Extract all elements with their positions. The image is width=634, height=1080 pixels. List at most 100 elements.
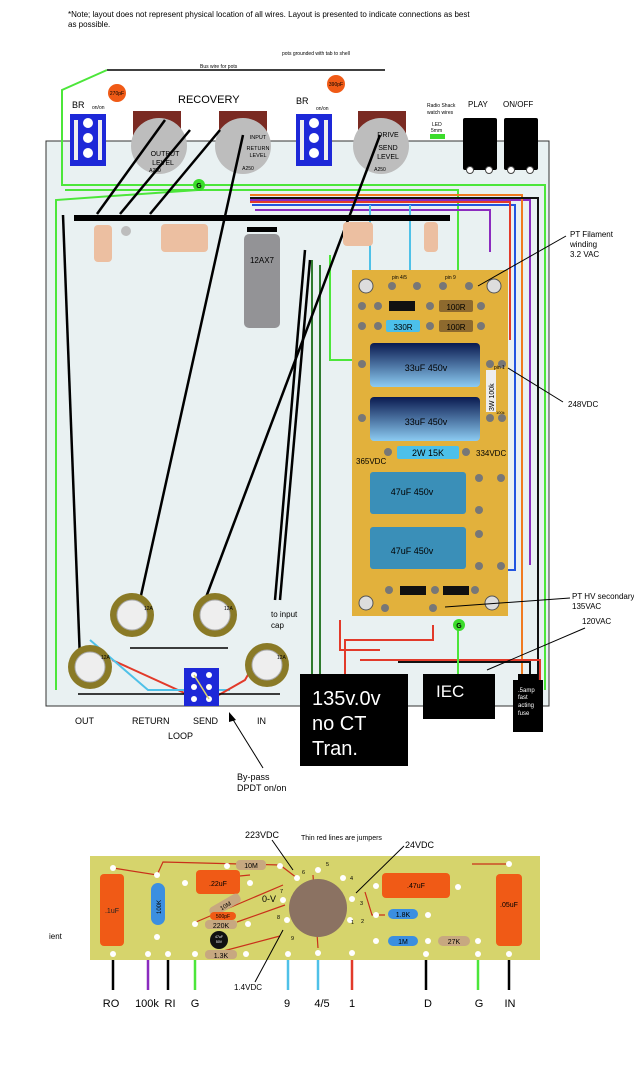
svg-text:LEVEL: LEVEL (249, 153, 266, 159)
bypass-dpdt-switch[interactable] (184, 668, 219, 706)
svg-text:G: G (456, 623, 462, 630)
svg-text:270pF: 270pF (110, 91, 124, 97)
svg-text:47uF: 47uF (215, 935, 223, 939)
loop-label: LOOP (168, 731, 193, 741)
component-pad-4 (343, 222, 373, 246)
jack-label-out: OUT (75, 716, 95, 726)
cap-47uf-2 (370, 527, 466, 569)
resistor-100r-2 (439, 320, 473, 332)
tube-socket (289, 879, 347, 937)
svg-text:winding: winding (569, 240, 597, 249)
cap-390pf: 390pF (327, 75, 345, 93)
component-pad-2 (121, 226, 131, 236)
svg-text:50V: 50V (216, 940, 223, 944)
layout-note-2: as possible. (68, 20, 110, 29)
led-label-1: LED (432, 122, 442, 128)
cap-1uf (100, 874, 124, 946)
svg-text:.22uF: .22uF (209, 881, 227, 888)
resistor-1-8k (388, 909, 418, 919)
svg-text:120VAC: 120VAC (582, 617, 611, 626)
power-supply-board: pin 4/5 pin 9 100R 330R 100R (352, 270, 508, 616)
pot-return-level[interactable]: INPUT RETURN LEVEL A250 (215, 111, 271, 174)
svg-text:27K: 27K (448, 939, 461, 946)
resistor-330r (386, 320, 420, 332)
svg-text:RETURN: RETURN (247, 146, 270, 152)
onoff-footswitch[interactable] (504, 118, 538, 174)
svg-text:Tran.: Tran. (312, 738, 358, 760)
resistor-220k (205, 920, 237, 929)
resistor-2w-15k (397, 446, 459, 459)
callout-pt-hv: PT HV secondary 135VAC (444, 592, 634, 611)
svg-text:A250: A250 (242, 166, 254, 172)
cap-05uf (496, 874, 522, 946)
jack-send[interactable]: 12A (193, 593, 237, 637)
svg-text:1.3K: 1.3K (214, 953, 229, 960)
bypass-arrowhead (229, 712, 236, 722)
terminal-bar (74, 215, 450, 221)
svg-text:no CT: no CT (312, 713, 366, 735)
svg-text:pin 4/5: pin 4/5 (392, 275, 407, 281)
jack-out[interactable]: 12A (68, 645, 112, 689)
bypass-label-1: By-pass (237, 772, 270, 782)
play-label: PLAY (468, 100, 489, 109)
jumpers-note: Thin red lines are jumpers (301, 835, 382, 842)
svg-text:2W 15K: 2W 15K (412, 448, 444, 458)
terminal-100k: 100k (135, 998, 159, 1010)
play-footswitch[interactable] (463, 118, 497, 174)
socket-pin-7: 7 (280, 889, 283, 895)
switch-1-mode: on/on (92, 105, 105, 111)
pot-send-level[interactable]: DRIVE SEND LEVEL A250 (353, 111, 409, 174)
resistor-1m (388, 936, 418, 946)
pots-grounded-label: pots grounded with tab to shell (282, 51, 350, 57)
svg-text:12AX7: 12AX7 (250, 256, 275, 265)
callout-120vac: 120VAC (486, 617, 611, 671)
svg-text:248VDC: 248VDC (568, 400, 598, 409)
terminal-9: 9 (284, 998, 290, 1010)
svg-text:A250: A250 (374, 167, 386, 173)
jack-label-in: IN (257, 716, 266, 726)
socket-pin-3: 3 (360, 901, 363, 907)
svg-text:pin 9: pin 9 (445, 275, 456, 281)
bypass-arrow (231, 717, 264, 769)
svg-text:135VAC: 135VAC (572, 602, 601, 611)
to-input-cap-label-1: to input (271, 610, 298, 619)
recovery-label: RECOVERY (178, 94, 240, 106)
svg-text:INPUT: INPUT (250, 135, 267, 141)
radio-shack-label-1: Radio Shack (427, 103, 456, 109)
br-switch-1[interactable] (70, 114, 106, 166)
to-input-cap-label-2: cap (271, 621, 284, 630)
resistor-100r-1 (439, 300, 473, 312)
jack-in[interactable]: 12A (245, 643, 289, 687)
svg-text:500pF: 500pF (216, 914, 230, 920)
terminal-d: D (424, 998, 432, 1010)
svg-text:135v.0v: 135v.0v (312, 688, 381, 710)
jack-return[interactable]: 12A (110, 593, 154, 637)
svg-text:fuse: fuse (518, 711, 530, 717)
svg-text:LEVEL: LEVEL (377, 154, 399, 161)
svg-text:IEC: IEC (436, 682, 464, 701)
diode-1 (389, 301, 415, 311)
svg-text:pin 1: pin 1 (494, 365, 505, 371)
svg-text:fast: fast (518, 695, 528, 701)
svg-text:.5amp: .5amp (518, 688, 535, 694)
terminal-labels: RO 100k RI G 9 4/5 1 D G IN (103, 998, 516, 1010)
terminal-ro: RO (103, 998, 120, 1010)
iec-inlet[interactable]: IEC (423, 674, 495, 719)
terminal-leads (111, 960, 511, 990)
label-14vdc: 1.4VDC (234, 983, 262, 992)
tube-12ax7: 12AX7 (244, 234, 280, 328)
terminal-1: 1 (349, 998, 355, 1010)
bus-wire-label: Bus wire for pots (200, 64, 238, 70)
arrow-24vdc (355, 845, 405, 894)
svg-text:100K: 100K (157, 900, 163, 914)
svg-text:G: G (196, 183, 202, 190)
diode-3 (443, 586, 469, 595)
br-switch-2[interactable] (296, 114, 332, 166)
cap-33uf-2 (370, 397, 480, 441)
label-223vdc: 223VDC (245, 830, 280, 840)
cap-22uf (196, 870, 240, 894)
svg-text:1.8K: 1.8K (396, 912, 411, 919)
fuse-holder[interactable]: .5amp fast acting fuse (513, 674, 543, 732)
svg-text:.1uF: .1uF (105, 908, 119, 915)
resistor-3w-100k (486, 370, 496, 412)
